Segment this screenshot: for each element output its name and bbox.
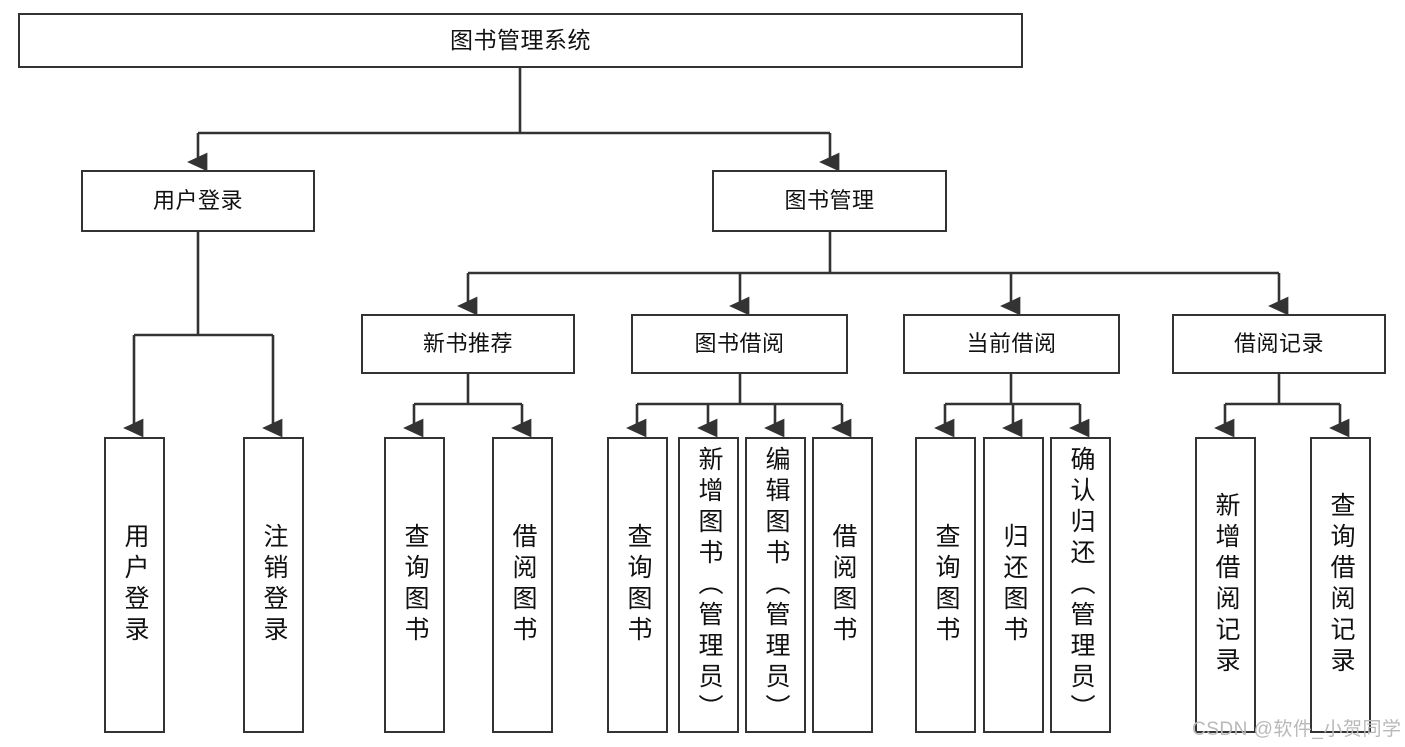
node-leaf-query-book-1-label: 查询图书 [401,523,429,647]
node-user-login-label: 用户登录 [152,188,243,214]
node-leaf-borrow-book-1[interactable]: 借阅图书 [492,437,553,733]
node-borrow-record[interactable]: 借阅记录 [1172,314,1386,374]
node-borrow-record-label: 借阅记录 [1233,331,1324,357]
node-current-borrow[interactable]: 当前借阅 [903,314,1120,374]
node-book-borrow-label: 图书借阅 [694,331,785,357]
node-root-label: 图书管理系统 [450,27,591,54]
node-new-book-recommend-label: 新书推荐 [422,331,513,357]
node-current-borrow-label: 当前借阅 [966,331,1057,357]
node-leaf-query-book-2-label: 查询图书 [624,523,652,647]
node-leaf-edit-book[interactable]: 编辑图书（管理员） [745,437,806,733]
node-leaf-user-logout[interactable]: 注销登录 [243,437,304,733]
node-leaf-add-record[interactable]: 新增借阅记录 [1195,437,1256,733]
node-book-management[interactable]: 图书管理 [712,170,947,232]
node-leaf-borrow-book-1-label: 借阅图书 [509,523,537,647]
node-leaf-borrow-book-2[interactable]: 借阅图书 [812,437,873,733]
node-leaf-borrow-book-2-label: 借阅图书 [829,523,857,647]
node-leaf-query-book-3-label: 查询图书 [932,523,960,647]
csdn-watermark: CSDN @软件_小贺同学 [1192,719,1402,740]
node-new-book-recommend[interactable]: 新书推荐 [361,314,575,374]
node-book-borrow[interactable]: 图书借阅 [631,314,848,374]
node-leaf-edit-book-label: 编辑图书（管理员） [762,445,790,725]
node-leaf-user-login-label: 用户登录 [121,523,149,647]
node-leaf-query-record[interactable]: 查询借阅记录 [1310,437,1371,733]
node-leaf-query-book-3[interactable]: 查询图书 [915,437,976,733]
node-leaf-user-logout-label: 注销登录 [260,523,288,647]
node-leaf-user-login[interactable]: 用户登录 [104,437,165,733]
node-leaf-add-book-label: 新增图书（管理员） [695,445,723,725]
node-root[interactable]: 图书管理系统 [18,13,1023,68]
node-leaf-confirm-return[interactable]: 确认归还（管理员） [1050,437,1111,733]
node-leaf-return-book[interactable]: 归还图书 [983,437,1044,733]
node-leaf-query-book-1[interactable]: 查询图书 [384,437,445,733]
node-leaf-add-book[interactable]: 新增图书（管理员） [678,437,739,733]
node-user-login[interactable]: 用户登录 [81,170,315,232]
node-leaf-query-record-label: 查询借阅记录 [1327,492,1355,678]
node-leaf-add-record-label: 新增借阅记录 [1212,492,1240,678]
node-leaf-return-book-label: 归还图书 [1000,523,1028,647]
node-leaf-query-book-2[interactable]: 查询图书 [607,437,668,733]
node-leaf-confirm-return-label: 确认归还（管理员） [1067,445,1095,725]
node-book-management-label: 图书管理 [784,188,875,214]
